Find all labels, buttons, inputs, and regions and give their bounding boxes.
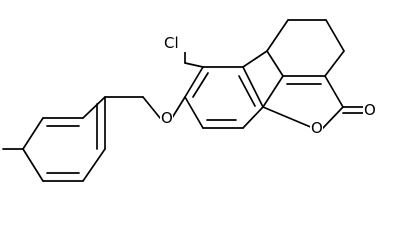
bond	[262, 106, 314, 129]
chlorine-label: Cl	[164, 34, 179, 52]
ring-oxygen-label: O	[311, 119, 323, 137]
bond	[242, 66, 264, 108]
chemical-structure-diagram: Cl O O O	[2, 19, 376, 182]
bond	[325, 19, 345, 52]
cyclopentane-ring	[266, 19, 345, 77]
bond	[192, 72, 209, 98]
bond	[324, 75, 344, 108]
o-ch2-bond	[142, 96, 161, 119]
bond	[184, 66, 204, 98]
bond	[22, 148, 44, 182]
bond	[322, 106, 344, 129]
ether-oxygen-label: O	[161, 109, 173, 127]
bond	[82, 148, 106, 182]
bond	[242, 106, 264, 129]
benzene-ring-fused	[184, 50, 268, 129]
bond	[242, 50, 268, 68]
carbonyl-oxygen-label: O	[364, 101, 376, 119]
benzene-ring-tolyl	[22, 96, 106, 182]
bond	[266, 19, 289, 52]
bond	[262, 75, 284, 108]
bond	[324, 50, 345, 77]
bond	[266, 50, 284, 77]
bond	[82, 96, 106, 119]
c-cl-bond	[184, 62, 204, 68]
c-o-bond	[171, 96, 186, 119]
pyranone-ring	[262, 75, 364, 129]
bond	[184, 96, 204, 129]
bond	[238, 75, 256, 107]
bond	[22, 117, 44, 150]
